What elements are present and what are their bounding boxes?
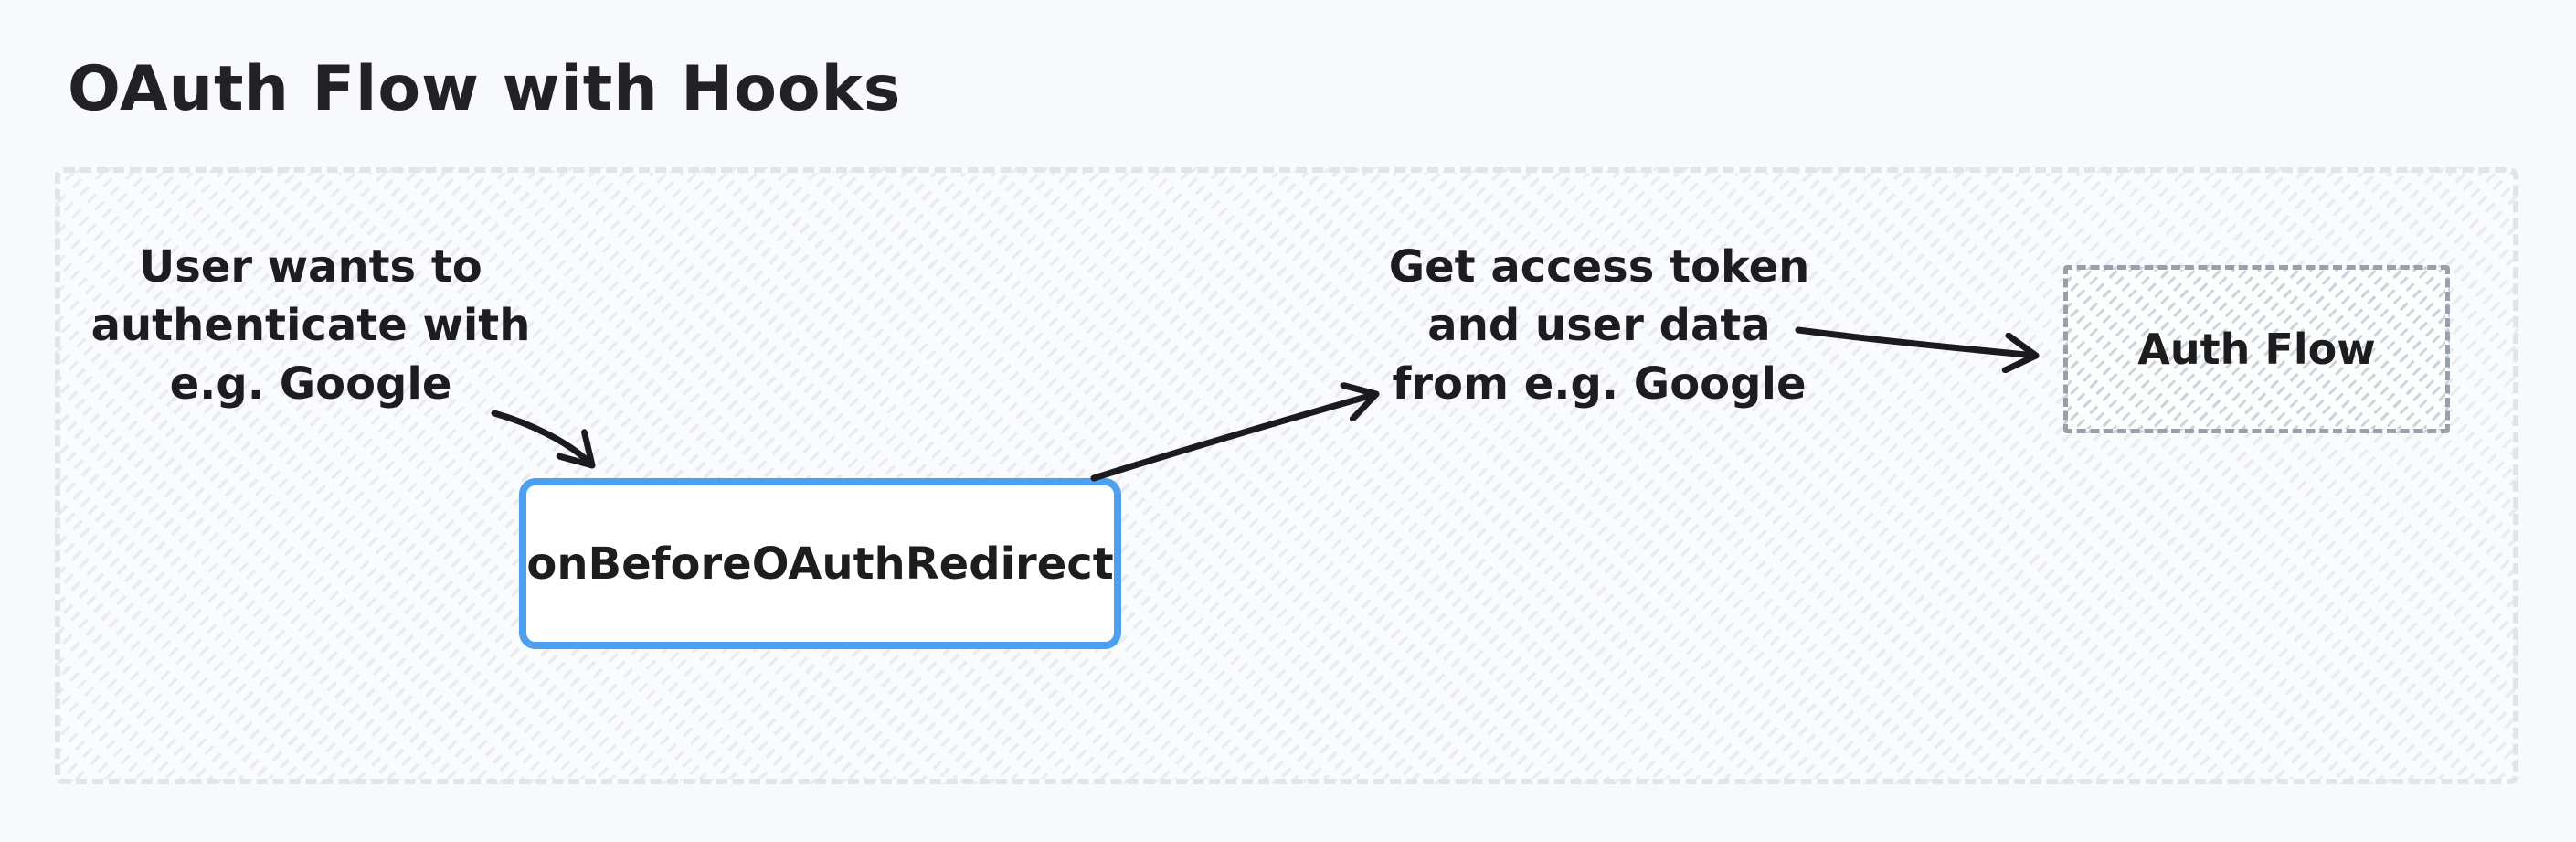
auth-flow-node: Auth Flow <box>2063 265 2450 433</box>
page-title: OAuth Flow with Hooks <box>68 53 902 125</box>
note-line: from e.g. Google <box>1392 358 1807 410</box>
note-get-access-token: Get access token and user data from e.g.… <box>1371 238 1828 413</box>
note-line: User wants to <box>139 241 482 293</box>
note-line: e.g. Google <box>169 358 452 410</box>
note-line: authenticate with <box>90 300 531 351</box>
note-user-authenticate: User wants to authenticate with e.g. Goo… <box>82 238 539 413</box>
note-line: Get access token <box>1388 241 1810 293</box>
auth-flow-node-label: Auth Flow <box>2137 325 2376 374</box>
note-line: and user data <box>1427 300 1771 351</box>
hook-node-onbeforeoauthredirect: onBeforeOAuthRedirect <box>519 478 1121 649</box>
hook-node-label: onBeforeOAuthRedirect <box>526 538 1114 590</box>
